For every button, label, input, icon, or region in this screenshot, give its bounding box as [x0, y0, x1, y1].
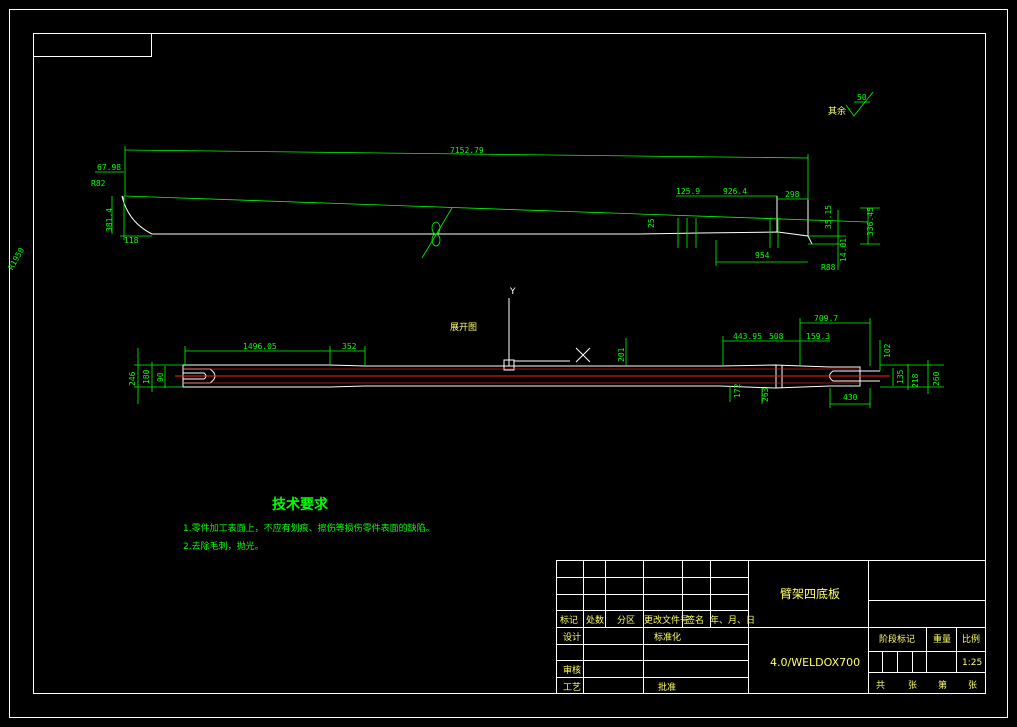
surface-finish-symbol: 其余 50: [828, 91, 874, 117]
side-view-outline: [121, 195, 813, 245]
surface-finish-value: 50: [857, 93, 867, 102]
dim-260: 260: [932, 371, 941, 386]
notes-title: 技术要求: [272, 496, 329, 513]
title-block: 标记 处数 分区 更改文件号 签名 年、月、日 设计 标准化 审核 工艺 批准 …: [556, 560, 986, 694]
lbl-page: 第: [938, 679, 947, 691]
part-name: 臂架四底板: [780, 586, 840, 601]
dim-180: 180: [142, 369, 151, 384]
side-view: 7152.79 67.98 R82 381.4 R1950 118 125.9 …: [6, 146, 880, 272]
developed-view-caption: 展开图: [450, 322, 477, 333]
lbl-process: 工艺: [563, 682, 581, 693]
lbl-design: 设计: [563, 631, 581, 643]
hdr-sign: 签名: [686, 614, 704, 626]
dim-118: 118: [124, 236, 139, 245]
dim-336-45: 336.45: [866, 207, 875, 236]
technical-requirements: 技术要求 1.零件加工表面上，不应有划痕、擦伤等损伤零件表面的缺陷。 2.去除毛…: [183, 496, 435, 552]
lbl-review: 审核: [563, 664, 581, 676]
axis-y-label: Y: [509, 287, 516, 297]
dim-709-7: 709.7: [814, 314, 838, 323]
hdr-change-doc: 更改文件号: [644, 614, 689, 626]
dim-443-95: 443.95: [733, 332, 762, 341]
dim-381-4: 381.4: [105, 208, 114, 232]
dim-298: 298: [785, 190, 800, 199]
lbl-total: 共: [876, 680, 885, 691]
lbl-weight: 重量: [933, 633, 951, 645]
lbl-stage-mark: 阶段标记: [879, 633, 915, 645]
dim-102: 102: [883, 343, 892, 358]
lbl-approve: 批准: [658, 681, 676, 693]
hdr-zone: 分区: [617, 615, 635, 626]
ucs-axis-icon: Y: [503, 287, 591, 371]
dim-125-9: 125.9: [676, 187, 700, 196]
inner-frame: [33, 33, 986, 694]
dim-135: 135: [896, 369, 905, 384]
dim-67-98: 67.98: [97, 163, 121, 172]
drawing-number-box: [33, 33, 152, 57]
lbl-sheets: 张: [908, 680, 917, 691]
scale-value: 1:25: [962, 658, 982, 668]
dim-159-3: 159.3: [806, 332, 830, 341]
dim-430: 430: [843, 393, 858, 402]
roughness-check-icon: [845, 91, 874, 117]
dim-172: 172: [733, 383, 742, 398]
hdr-mark: 标记: [560, 614, 578, 626]
developed-view: Y 展开图 1496.05 352 709.7 443.95 5: [128, 287, 944, 408]
hdr-date: 年、月、日: [710, 614, 755, 626]
dim-263: 263: [761, 387, 770, 402]
dim-218: 218: [911, 373, 920, 388]
dim-246: 246: [128, 371, 137, 386]
dim-r82: R82: [91, 179, 106, 188]
lbl-sheet2: 张: [968, 680, 977, 691]
dim-r88: R88: [821, 263, 836, 272]
developed-view-outline: [182, 364, 861, 389]
section-mark-icon: [421, 207, 453, 259]
dim-954: 954: [755, 251, 770, 260]
note-2: 2.去除毛刺，抛光。: [183, 540, 264, 552]
dim-201: 201: [617, 347, 626, 362]
lbl-standardize: 标准化: [654, 631, 681, 643]
dim-35-15: 35.15: [824, 205, 833, 229]
material: 4.0/WELDOX700: [770, 656, 860, 669]
dim-overall-length: 7152.79: [450, 146, 484, 155]
lbl-scale: 比例: [962, 633, 980, 645]
dim-1496-05: 1496.05: [243, 342, 277, 351]
dim-25: 25: [647, 218, 656, 228]
outer-border: [9, 9, 1008, 718]
dim-352: 352: [342, 342, 357, 351]
hdr-count: 处数: [586, 614, 604, 626]
dim-508: 508: [769, 332, 784, 341]
note-1: 1.零件加工表面上，不应有划痕、擦伤等损伤零件表面的缺陷。: [183, 522, 435, 534]
dim-926-4: 926.4: [723, 187, 747, 196]
dim-14-01: 14.01: [839, 238, 848, 262]
dim-90: 90: [156, 372, 165, 382]
surface-finish-label: 其余: [828, 105, 846, 117]
